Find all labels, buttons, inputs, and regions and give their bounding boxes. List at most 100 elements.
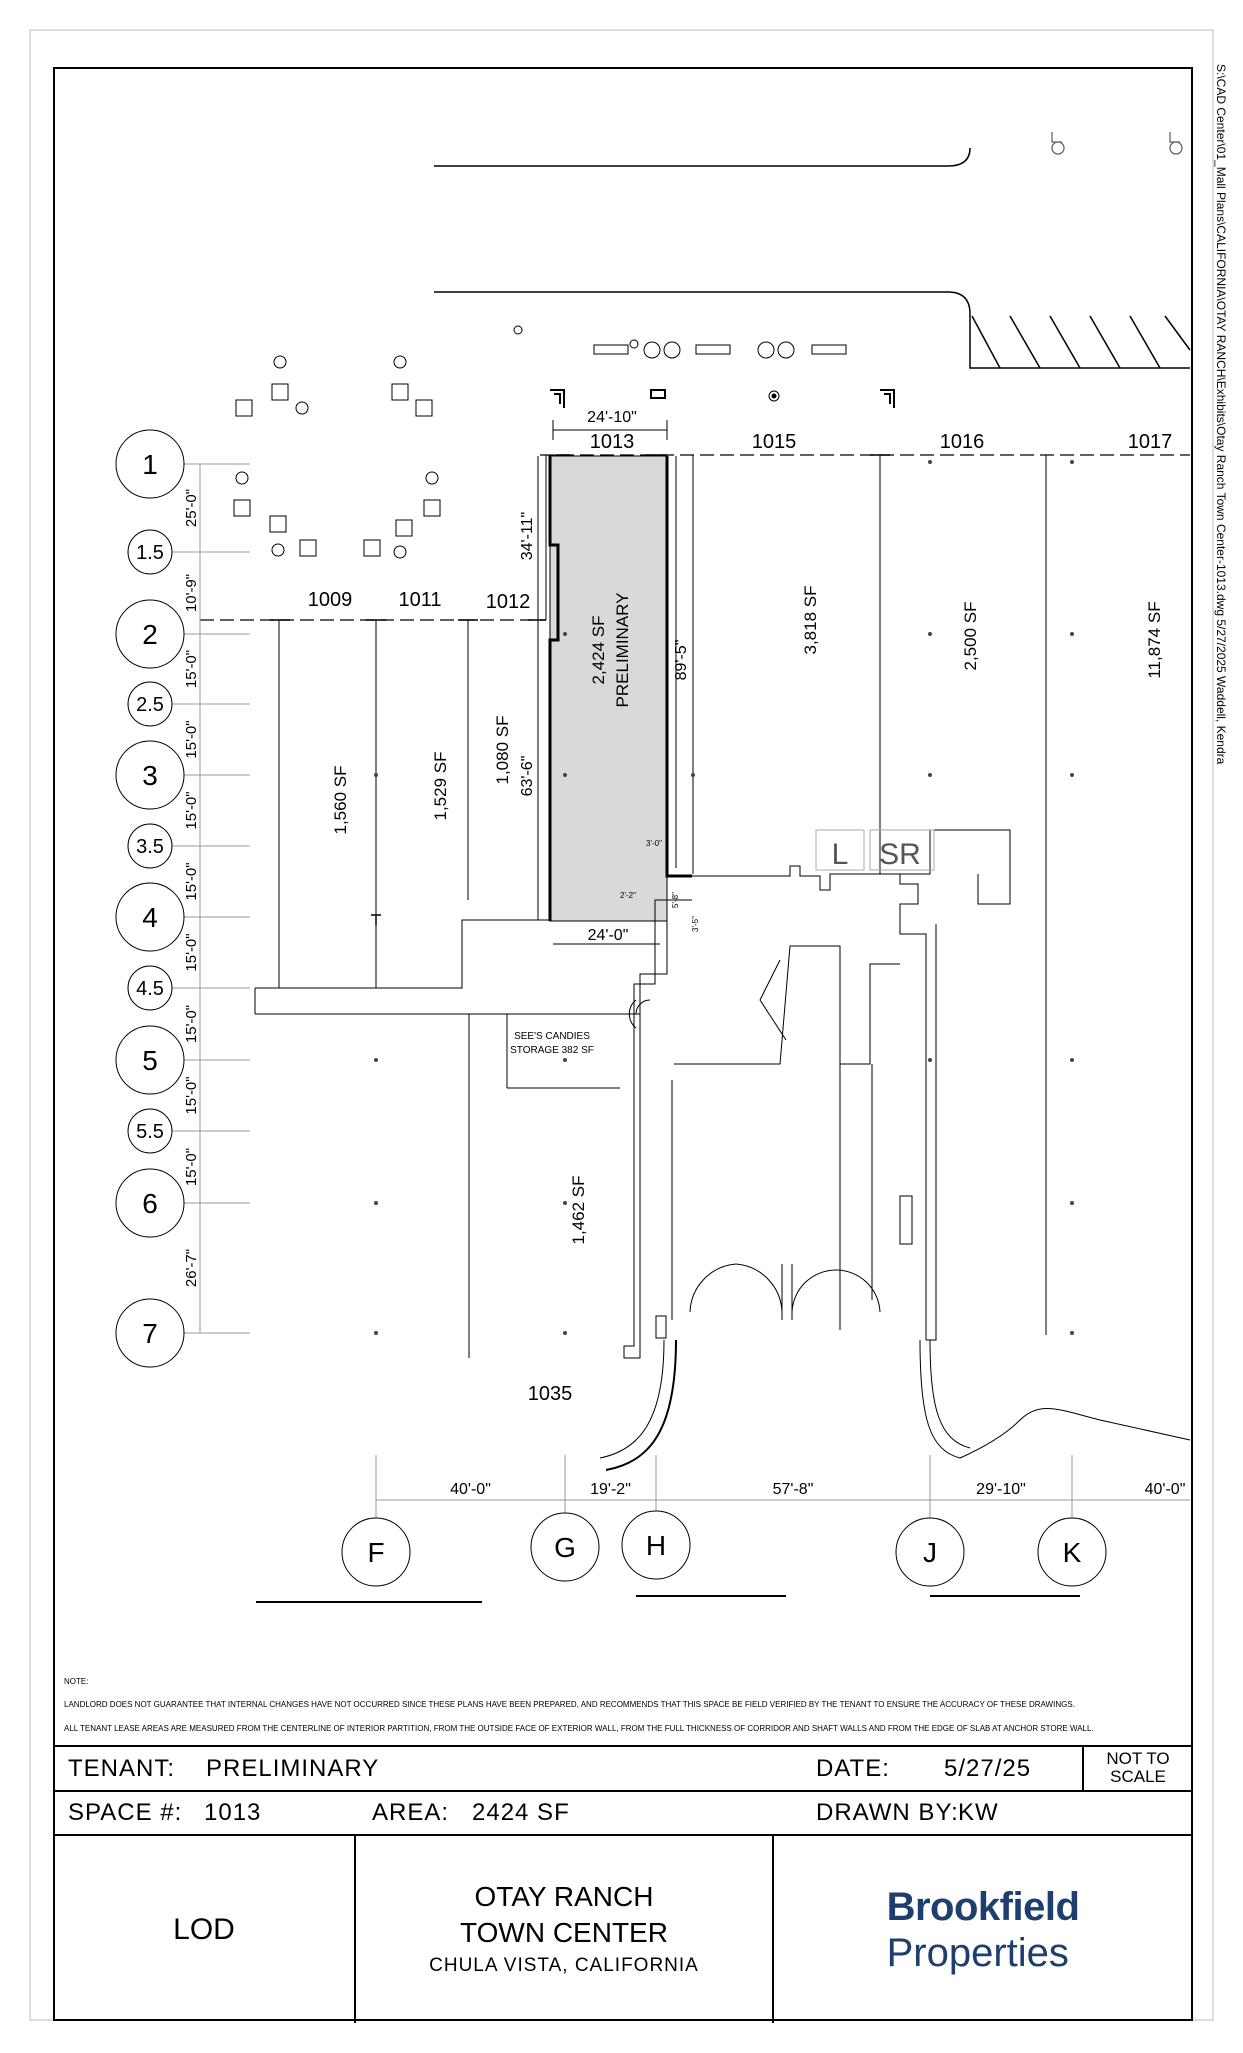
brand-logo: Brookfield Properties [774,1836,1192,2023]
area-1017: 11,874 SF [1145,601,1164,678]
note-1: LANDLORD DOES NOT GUARANTEE THAT INTERNA… [64,1700,1075,1709]
restroom-l-box [815,829,865,871]
col-bubble-J: J [895,1517,965,1587]
space-label: SPACE #: [68,1799,183,1826]
svg-text:2.5: 2.5 [136,694,164,716]
svg-text:5: 5 [142,1045,158,1076]
svg-text:F: F [367,1537,384,1568]
dim-small-2: 2'-2" [620,891,636,900]
row-bubble-6: 6 [115,1168,250,1238]
project-name-line2: TOWN CENTER [460,1916,668,1948]
svg-text:3.5: 3.5 [136,836,164,858]
dim-bottom: 24'-0" [588,927,629,944]
dim-small-3: 5'-8" [671,892,680,908]
notes-block: NOTE: LANDLORD DOES NOT GUARANTEE THAT I… [64,1676,1094,1735]
project-cell: OTAY RANCH TOWN CENTER CHULA VISTA, CALI… [354,1836,774,2023]
row-bubble-1-5: 1.5 [127,529,250,575]
area-value: 2424 SF [472,1799,570,1826]
title-block: TENANT: PRELIMINARY DATE: 5/27/25 NOT TO… [54,1745,1192,2023]
row-bubble-1: 1 [115,429,250,499]
space-value: 1013 [204,1799,262,1826]
row-dim-5: 15'-0" [183,791,200,829]
col-dim-1: 40'-0" [450,1481,491,1498]
row-bubble-2: 2 [115,599,250,669]
grid-dots [374,460,1074,1335]
row-dim-4: 15'-0" [183,720,200,758]
space-1009-label: 1009 [308,589,353,611]
svg-text:6: 6 [142,1188,158,1219]
row-bubble-5-5: 5.5 [127,1108,250,1154]
date-value: 5/27/25 [944,1755,1032,1782]
col-bubble-K: K [1037,1517,1107,1587]
col-dim-3: 57'-8" [773,1481,814,1498]
col-bubble-F: F [341,1517,411,1587]
area-1013-note: PRELIMINARY [613,593,632,708]
row-bubble-7: 7 [115,1298,250,1368]
file-path-note: S:\CAD Center\01_Mall Plans\CALIFORNIA\O… [1214,64,1228,765]
space-1015-label: 1015 [752,431,797,453]
svg-text:1: 1 [142,449,158,480]
row-dimensions: 25'-0"10'-9"15'-0"15'-0"15'-0"15'-0"15'-… [183,489,200,1287]
area-1013: 2,424 SF [589,616,608,685]
drawn-by-label: DRAWN BY: [816,1799,959,1826]
row-dim-6: 15'-0" [183,862,200,900]
dim-right: 89'-5" [673,640,690,681]
row-dim-8: 15'-0" [183,1005,200,1043]
doc-type: LOD [173,1912,235,1946]
space-1035-label: 1035 [528,1383,573,1405]
svg-text:3: 3 [142,760,158,791]
column-dimensions: 40'-0"19'-2"57'-8"29'-10"40'-0" [450,1481,1185,1498]
site-furniture [513,325,895,408]
tenant-label: TENANT: [68,1755,176,1782]
column-underlines [256,1595,1080,1603]
doc-type-cell: LOD [54,1836,354,2023]
area-label: AREA: [372,1799,450,1826]
column-markers [270,454,890,925]
restroom-sr-label: SR [879,838,921,871]
col-dim-4: 29'-10" [976,1481,1026,1498]
inner-frame [53,67,1193,2021]
svg-text:7: 7 [142,1318,158,1349]
row-dim-9: 15'-0" [183,1076,200,1114]
space-1017-label: 1017 [1128,431,1173,453]
area-1016: 2,500 SF [961,602,980,671]
svg-text:G: G [554,1532,576,1563]
dim-left-upper: 34'-11" [519,512,536,560]
svg-text:4.5: 4.5 [136,978,164,1000]
dim-small-1: 3'-0" [646,839,662,848]
svg-text:K: K [1063,1537,1082,1568]
row-dim-7: 15'-0" [183,933,200,971]
brand-line1: Brookfield [886,1884,1080,1929]
svg-text:1.5: 1.5 [136,542,164,564]
col-bubble-G: G [530,1512,600,1582]
col-bubble-H: H [621,1510,691,1580]
svg-text:4: 4 [142,902,158,933]
row-bubble-4: 4 [115,882,250,952]
restroom-sr-box [869,829,935,871]
row-bubble-3: 3 [115,740,250,810]
space-1012-label: 1012 [486,591,531,613]
dim-left-lower: 63'-6" [519,756,536,797]
row-dim-1: 25'-0" [183,489,200,527]
drawn-by-value: KW [958,1799,999,1826]
row-dim-10: 15'-0" [183,1148,200,1186]
cafe-tables [233,355,441,559]
storage-label-line1: SEE'S CANDIES [514,1031,590,1042]
svg-text:H: H [646,1530,666,1561]
dim-top: 24'-10" [587,409,637,426]
col-dim-5: 40'-0" [1145,1481,1186,1498]
row-dim-11: 26'-7" [183,1249,200,1287]
row-bubble-3-5: 3.5 [127,823,250,869]
title-block-row-1: TENANT: PRELIMINARY DATE: 5/27/25 NOT TO… [54,1745,1192,1792]
storage-label-line2: STORAGE 382 SF [510,1045,594,1056]
notes-title: NOTE: [64,1677,89,1686]
space-1013-highlight [549,455,668,922]
row-dim-3: 15'-0" [183,650,200,688]
tenant-value: PRELIMINARY [206,1755,380,1782]
area-1009: 1,560 SF [331,766,350,835]
row-grid-bubbles: 1 1.5 2 2.5 3 3.5 4 4.5 5 5.5 6 7 [115,429,250,1368]
date-label: DATE: [816,1755,890,1782]
brand-line2: Properties [886,1930,1069,1975]
tenant-walls [254,454,1047,1359]
